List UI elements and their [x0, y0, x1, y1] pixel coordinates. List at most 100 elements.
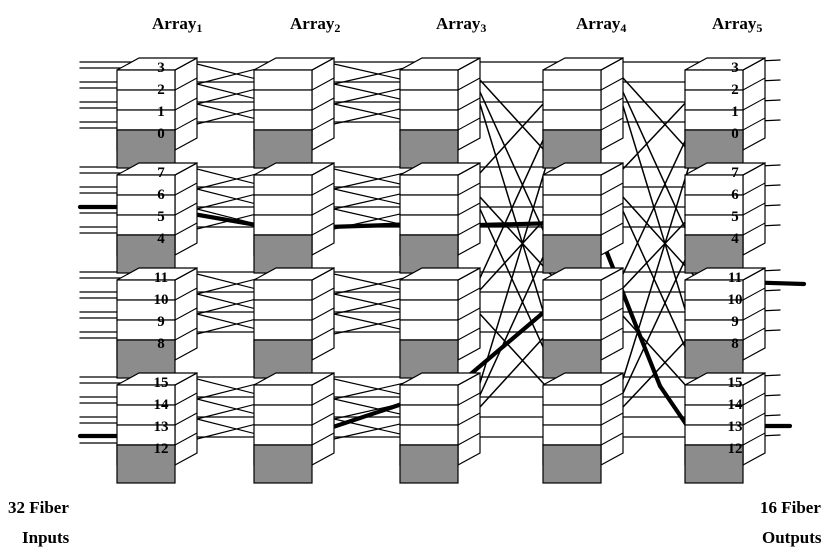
module-slot-edge [742, 432, 766, 446]
module-slot-edge [742, 117, 766, 131]
module-slot [399, 69, 459, 91]
port-label: 12 [154, 441, 169, 457]
module-slot [399, 424, 459, 446]
array-header-2-sub: 2 [334, 21, 341, 35]
switch-module-a1-s3 [116, 266, 198, 379]
module-base [542, 444, 602, 484]
module-base [116, 339, 176, 379]
port-label: 14 [728, 397, 744, 413]
switch-module-a3-s4 [399, 371, 481, 484]
module-base [684, 444, 744, 484]
array-header-5: Array5 [712, 14, 762, 36]
module-base [399, 129, 459, 169]
module-slot-edge [742, 57, 766, 71]
switch-module-a4-s1 [542, 56, 624, 169]
switch-module-a4-s3 [542, 266, 624, 379]
module-base [116, 129, 176, 169]
module-slot-edge [174, 392, 198, 406]
module-base [399, 339, 459, 379]
port-label: 5 [731, 209, 739, 225]
module-slot-edge [600, 392, 624, 406]
module-slot-edge [600, 287, 624, 301]
port-label: 11 [154, 270, 168, 286]
module-slot-edge [311, 267, 335, 281]
module-slot [116, 109, 176, 131]
array-header-1-sub: 1 [196, 21, 203, 35]
module-slot [542, 279, 602, 301]
port-label: 15 [728, 375, 743, 391]
module-slot-edge [600, 267, 624, 281]
port-label: 10 [154, 292, 169, 308]
module-slot-edge [600, 432, 624, 446]
module-slot [399, 384, 459, 406]
module-base [684, 339, 744, 379]
port-label: 13 [154, 419, 169, 435]
module-slot-edge [311, 327, 335, 341]
port-label: 6 [731, 187, 739, 203]
array-header-4: Array4 [576, 14, 626, 36]
module-base [116, 234, 176, 274]
module-slot [542, 214, 602, 236]
array-header-1-name: Array [152, 14, 197, 33]
port-label: 4 [157, 231, 165, 247]
module-slot-edge [600, 327, 624, 341]
module-slot [399, 404, 459, 426]
module-base [116, 444, 176, 484]
inputs-label: 32 Fiber [8, 498, 69, 517]
port-label: 7 [731, 165, 739, 181]
array-header-2-name: Array [290, 14, 335, 33]
port-label: 4 [731, 231, 739, 247]
switch-module-a1-s2 [116, 161, 198, 274]
module-slot-edge [174, 327, 198, 341]
switch-module-a1-s1 [116, 56, 198, 169]
module-slot [542, 299, 602, 321]
module-slot [253, 69, 313, 91]
port-label: 3 [731, 60, 739, 76]
switch-module-a1-s4 [116, 371, 198, 484]
module-slot-edge [457, 182, 481, 196]
module-slot [116, 194, 176, 216]
array-header-4-sub: 4 [620, 21, 627, 35]
port-label: 15 [154, 375, 169, 391]
module-slot-edge [311, 117, 335, 131]
switch-module-a4-s2 [542, 161, 624, 274]
module-slot-edge [457, 57, 481, 71]
module-slot-edge [742, 162, 766, 176]
port-label: 11 [728, 270, 742, 286]
module-slot [116, 214, 176, 236]
module-slot-edge [311, 392, 335, 406]
module-slot-edge [174, 202, 198, 216]
module-slot [253, 384, 313, 406]
module-slot [542, 69, 602, 91]
module-slot-edge [600, 222, 624, 236]
module-slot-edge [174, 222, 198, 236]
outputs-label-line2: Outputs [762, 528, 822, 547]
module-slot-edge [174, 57, 198, 71]
module-base [542, 339, 602, 379]
module-slot-edge [311, 202, 335, 216]
port-label: 3 [157, 60, 165, 76]
module-slot-edge [742, 202, 766, 216]
module-slot-edge [742, 412, 766, 426]
module-slot-edge [742, 307, 766, 321]
module-slot-edge [742, 182, 766, 196]
port-label: 0 [157, 126, 165, 142]
module-slot-edge [742, 372, 766, 386]
module-base [684, 234, 744, 274]
module-slot-edge [457, 77, 481, 91]
module-slot [542, 384, 602, 406]
module-slot [399, 109, 459, 131]
module-slot-edge [600, 162, 624, 176]
module-slot-edge [311, 77, 335, 91]
module-slot-edge [174, 372, 198, 386]
module-slot [542, 109, 602, 131]
port-label: 6 [157, 187, 165, 203]
module-slot [399, 319, 459, 341]
port-label: 7 [157, 165, 165, 181]
outputs-label: 16 Fiber [760, 498, 821, 517]
module-slot [399, 299, 459, 321]
switch-module-a3-s1 [399, 56, 481, 169]
array-header-2: Array2 [290, 14, 340, 36]
module-slot-edge [457, 327, 481, 341]
